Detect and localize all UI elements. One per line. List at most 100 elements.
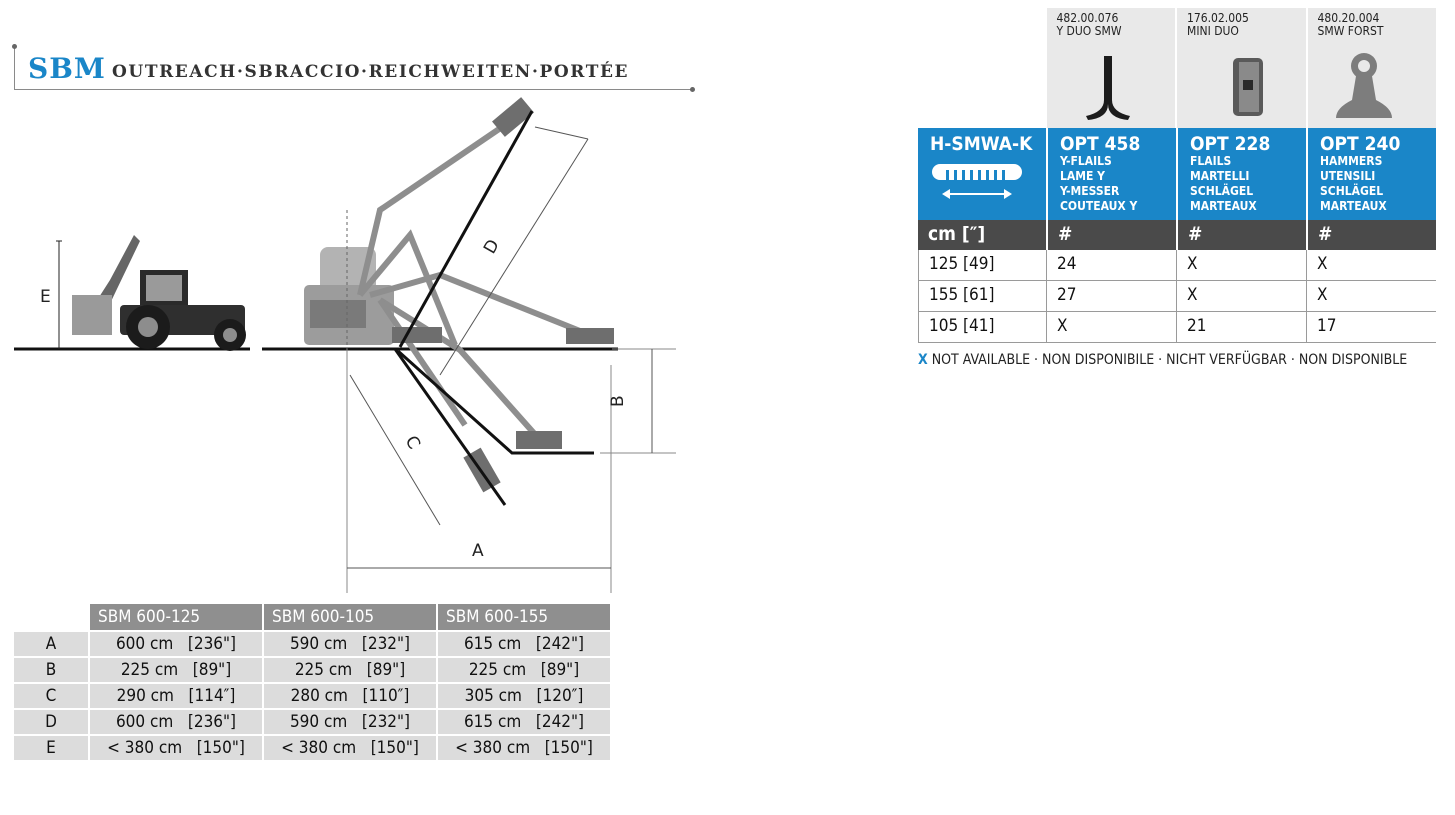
options-column-header: # [1306,220,1436,250]
hammer-icon [1335,53,1392,118]
options-cell: X [1046,312,1176,342]
options-cell: X [1306,281,1436,311]
spec-cell: < 380 cm [150"] [262,734,436,760]
page-subtitle: OUTREACH·SBRACCIO·REICHWEITEN·PORTÉE [112,62,630,82]
y-flail-icon [1085,56,1130,120]
options-row: 155 [61] 27 X X [918,281,1436,312]
head-cell: OPT 458 Y-FLAILS LAME Y Y-MESSER COUTEAU… [1046,128,1176,220]
head-line: MARTELLI [1190,169,1250,183]
outreach-diagram: E A B C D [14,97,676,593]
parts-corner [918,8,1045,128]
options-cell: 17 [1306,312,1436,342]
spec-row: C 290 cm [114″] 280 cm [110″] 305 cm [12… [14,682,610,708]
options-cell: 21 [1176,312,1306,342]
mower-heads [392,97,614,493]
head-title: OPT 228 [1190,133,1271,155]
spec-cell: 290 cm [114″] [88,682,262,708]
head-line: FLAILS [1190,154,1232,168]
spec-row: E < 380 cm [150"] < 380 cm [150"] < 380 … [14,734,610,760]
header-vertical-rule [14,46,15,90]
rotor-cell: H-SMWA-K [918,128,1046,220]
header-dot [12,44,17,49]
label-c: C [401,433,424,453]
tractor-side-view [72,235,246,351]
options-column-header: cm [″] [928,223,986,245]
options-row: 125 [49] 24 X X [918,250,1436,281]
outreach-line-b [396,349,594,455]
spec-cell: 615 cm [242"] [436,708,610,734]
options-cell: 24 [1046,250,1176,280]
brand-title: SBM [28,52,106,85]
options-cell: X [1176,281,1306,311]
spec-row: A 600 cm [236"] 590 cm [232"] 615 cm [24… [14,630,610,656]
not-available-mark: X [918,352,928,368]
head-line: MARTEAUX [1320,199,1387,213]
label-a: A [472,541,484,561]
dimension-line-c [349,374,441,526]
head-line: UTENSILI [1320,169,1376,183]
options-cell: 155 [61] [918,281,1046,311]
spec-cell: 280 cm [110″] [262,682,436,708]
head-line: SCHLÄGEL [1320,184,1384,198]
rotor-title: H-SMWA-K [930,133,1033,155]
spec-row-label: C [14,682,88,708]
head-line: Y-FLAILS [1060,154,1112,168]
head-line: MARTEAUX [1190,199,1257,213]
spec-column-header: SBM 600-155 [436,604,610,630]
head-line: COUTEAUX Y [1060,199,1138,213]
spec-row-label: E [14,734,88,760]
options-header-row: cm [″] # # # [918,220,1436,250]
spec-column-header: SBM 600-105 [262,604,436,630]
head-title: OPT 458 [1060,133,1141,155]
spec-column-header: SBM 600-125 [88,604,262,630]
spec-cell: 305 cm [120″] [436,682,610,708]
options-cell: 27 [1046,281,1176,311]
head-line: Y-MESSER [1060,184,1120,198]
outreach-line-d [398,110,534,348]
part-name: MINI DUO [1187,24,1239,38]
head-line: SCHLÄGEL [1190,184,1254,198]
options-column-header: # [1046,220,1176,250]
rotor-width-icon [932,164,1022,199]
availability-note: X NOT AVAILABLE · NON DISPONIBILE · NICH… [918,352,1407,368]
head-line: LAME Y [1060,169,1105,183]
spec-cell: 590 cm [232"] [262,630,436,656]
availability-note-text: NOT AVAILABLE · NON DISPONIBILE · NICHT … [927,352,1408,368]
part-code: 176.02.005 [1187,11,1249,25]
spec-cell: 225 cm [89"] [436,656,610,682]
spec-row: B 225 cm [89"] 225 cm [89"] 225 cm [89"] [14,656,610,682]
spec-cell: < 380 cm [150"] [88,734,262,760]
spec-row-label: B [14,656,88,682]
outreach-line-c [393,348,507,506]
spec-row-label: A [14,630,88,656]
spec-cell: 600 cm [236"] [88,708,262,734]
header-horizontal-rule [14,89,692,90]
flail-block-icon [1233,58,1264,116]
spec-row: D 600 cm [236"] 590 cm [232"] 615 cm [24… [14,708,610,734]
head-line: HAMMERS [1320,154,1383,168]
dimension-line-d [439,138,589,376]
label-e: E [40,287,51,307]
head-cell: OPT 240 HAMMERS UTENSILI SCHLÄGEL MARTEA… [1306,128,1436,220]
options-cell: 105 [41] [918,312,1046,342]
options-cell: X [1306,250,1436,280]
header-dot [690,87,695,92]
spec-cell: 600 cm [236"] [88,630,262,656]
spec-cell: 225 cm [89"] [262,656,436,682]
label-b: B [608,395,628,407]
heads-row: H-SMWA-K OPT 458 Y-FLAILS LAME Y Y-MESSE… [918,128,1436,220]
spec-row-label: D [14,708,88,734]
tractor-rear-view [304,210,394,349]
head-cell: OPT 228 FLAILS MARTELLI SCHLÄGEL MARTEAU… [1176,128,1306,220]
arm-positions [357,122,592,442]
part-code: 482.00.076 [1056,11,1119,25]
options-cell: X [1176,250,1306,280]
spec-cell: 590 cm [232"] [262,708,436,734]
page-header: SBM OUTREACH·SBRACCIO·REICHWEITEN·PORTÉE [12,44,695,92]
options-cell: 125 [49] [918,250,1046,280]
options-column-header: # [1176,220,1306,250]
outreach-spec-table: SBM 600-125 SBM 600-105 SBM 600-155 A 60… [14,604,610,760]
